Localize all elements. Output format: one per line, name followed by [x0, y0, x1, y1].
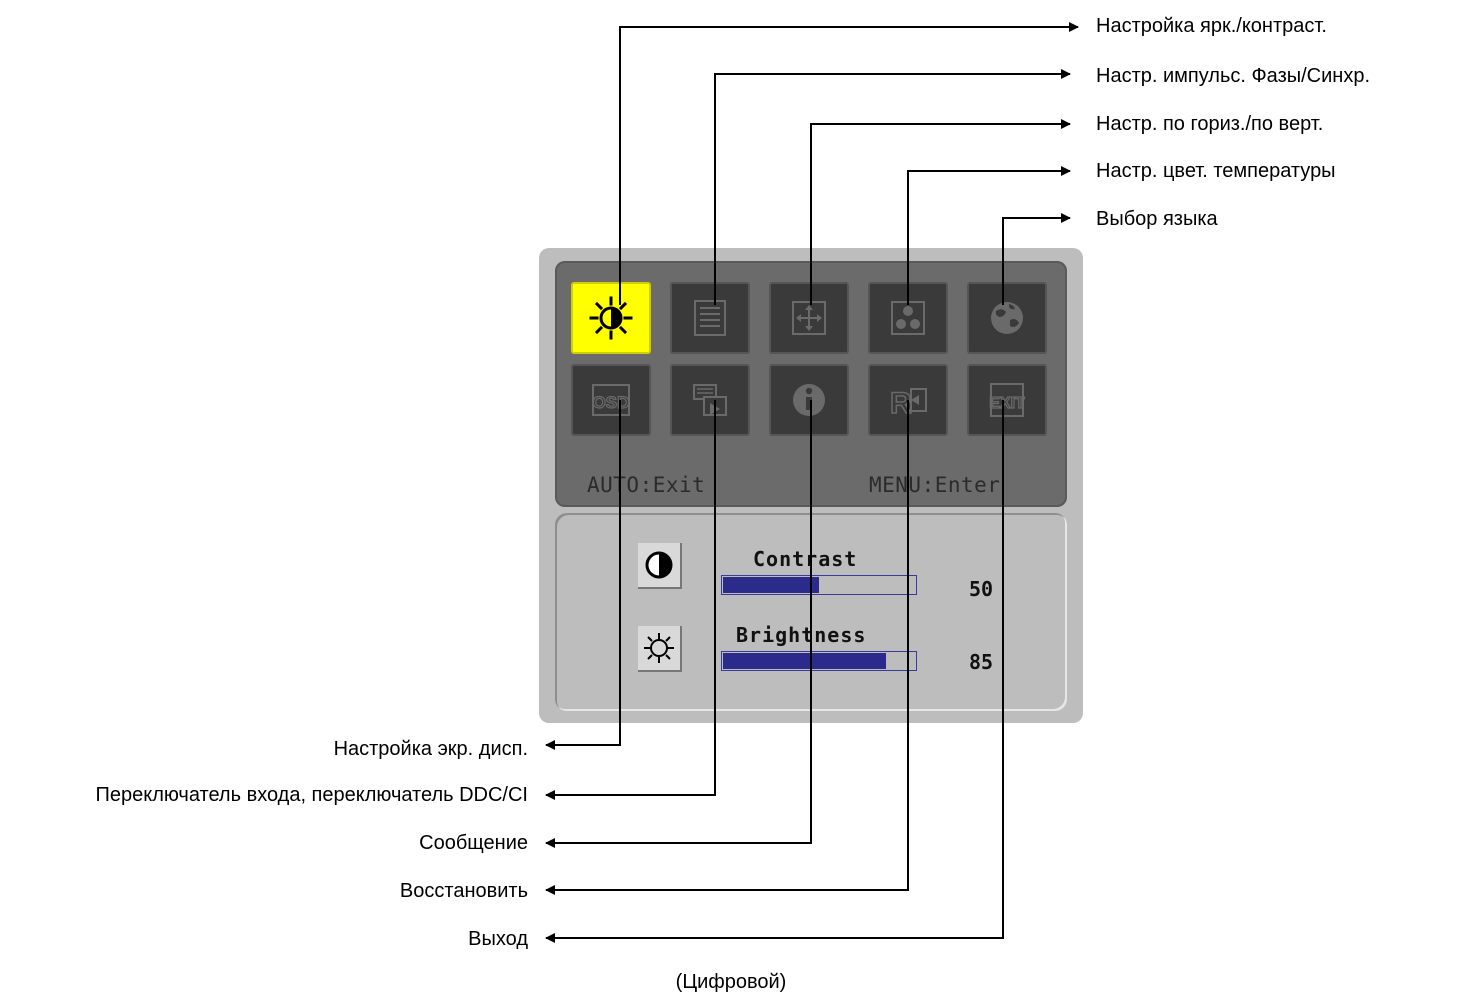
brightness-value: 85	[969, 650, 994, 674]
callout-phase-clock: Настр. импульс. Фазы/Синхр.	[1096, 65, 1371, 87]
color-temp-tile[interactable]	[868, 282, 948, 354]
brightness-slider-fill	[723, 653, 887, 669]
language-icon	[991, 302, 1023, 334]
auto-exit-hint: AUTO:Exit	[587, 473, 706, 497]
brightness-contrast-icon	[589, 296, 633, 340]
information-icon	[793, 384, 825, 416]
callout-reset: Восстановить	[399, 880, 528, 902]
contrast-label: Contrast	[753, 547, 858, 571]
brightness-slider[interactable]	[721, 651, 917, 671]
exit-icon: EXIT	[989, 383, 1026, 417]
osd-tile[interactable]: OSD	[571, 364, 651, 436]
sun-icon	[638, 626, 682, 672]
callout-position: Настр. по гориз./по верт.	[1096, 113, 1324, 135]
adjustment-panel: Contrast 50 Brightness 85	[555, 513, 1067, 711]
callout-information: Сообщение	[419, 832, 528, 854]
phase-clock-icon	[694, 300, 726, 336]
information-tile[interactable]	[769, 364, 849, 436]
svg-text:EXIT: EXIT	[989, 395, 1025, 412]
exit-tile[interactable]: EXIT	[967, 364, 1047, 436]
callout-language: Выбор языка	[1096, 208, 1218, 230]
callout-input-select: Переключатель входа, переключатель DDC/C…	[95, 784, 528, 806]
phase-clock-tile[interactable]	[670, 282, 750, 354]
osd-icon: OSD	[592, 384, 630, 416]
brightness-label: Brightness	[736, 623, 867, 647]
svg-text:R: R	[890, 387, 912, 420]
language-tile[interactable]	[967, 282, 1047, 354]
svg-text:OSD: OSD	[593, 393, 630, 412]
menu-enter-hint: MENU:Enter	[869, 473, 1001, 497]
osd-window: OSD R	[539, 248, 1083, 723]
callout-exit: Выход	[468, 928, 528, 950]
color-temp-icon	[891, 301, 925, 335]
callout-color-temp: Настр. цвет. температуры	[1096, 160, 1336, 182]
contrast-slider[interactable]	[721, 575, 917, 595]
reset-icon: R	[889, 386, 927, 421]
contrast-value: 50	[969, 577, 994, 601]
contrast-slider-fill	[723, 577, 819, 593]
osd-menu-panel: OSD R	[555, 261, 1067, 507]
brightness-contrast-tile[interactable]	[571, 282, 651, 354]
callout-osd: Настройка экр. дисп.	[333, 738, 528, 760]
callout-brightness-contrast: Настройка ярк./контраст.	[1096, 15, 1327, 37]
position-icon	[792, 301, 826, 335]
input-select-icon	[693, 384, 727, 416]
contrast-icon	[638, 543, 682, 589]
position-tile[interactable]	[769, 282, 849, 354]
reset-tile[interactable]: R	[868, 364, 948, 436]
caption: (Цифровой)	[675, 971, 787, 993]
input-select-tile[interactable]	[670, 364, 750, 436]
